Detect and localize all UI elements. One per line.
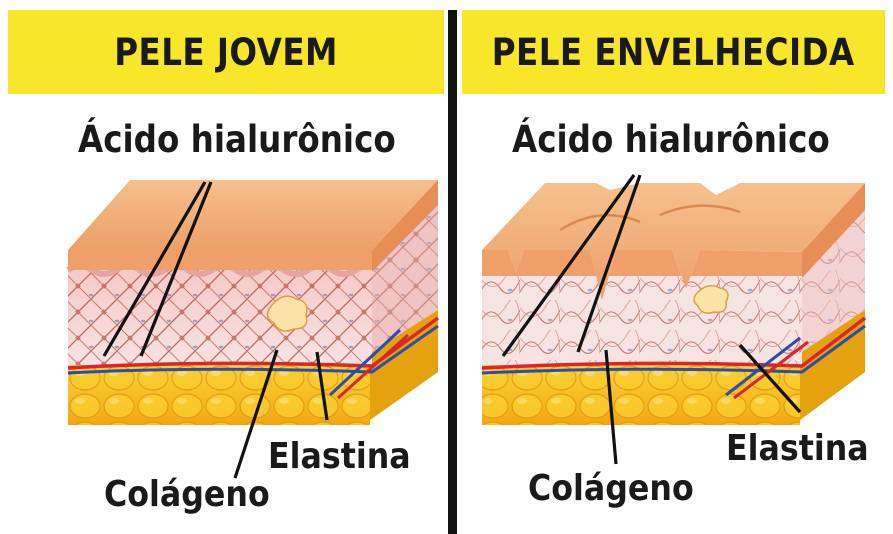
young-hyaluronic-label: Ácido hialurônico	[78, 118, 396, 161]
aged-collagen-label: Colágeno	[528, 468, 694, 509]
aged-elastin-label: Elastina	[726, 428, 869, 469]
young-skin-block	[68, 180, 438, 425]
young-elastin-label: Elastina	[268, 436, 411, 477]
young-collagen-label: Colágeno	[104, 474, 270, 515]
aged-hyaluronic-label: Ácido hialurônico	[512, 118, 830, 161]
